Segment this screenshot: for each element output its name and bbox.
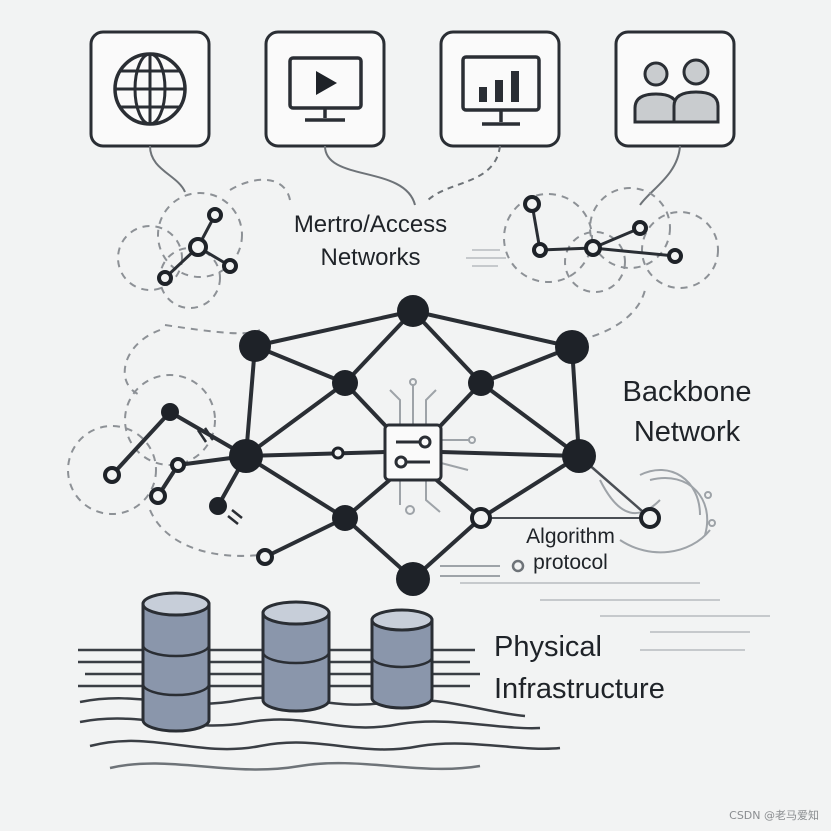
algorithm-protocol-label: Algorithm protocol — [508, 524, 633, 576]
algorithm-label-line2: protocol — [533, 551, 608, 574]
backbone-cloud-right — [579, 289, 646, 341]
processor-chip-icon — [383, 423, 443, 482]
metro-label-line2: Networks — [320, 244, 421, 271]
backbone-label-line1: Backbone — [622, 376, 752, 408]
database-cylinder-icon — [370, 608, 434, 710]
chip-traces — [389, 378, 525, 577]
ring-nodes — [103, 195, 683, 566]
database-cylinder-icon — [261, 600, 331, 713]
physical-infrastructure-label: Physical Infrastructure — [494, 626, 665, 710]
bar-chart-monitor-icon — [439, 30, 561, 148]
metro-network-right — [530, 203, 676, 258]
users-icon — [614, 30, 736, 148]
video-play-icon — [264, 30, 386, 148]
backbone-nodes — [161, 295, 596, 596]
physical-label-line1: Physical — [494, 631, 602, 663]
watermark: CSDN @老马爱知 — [729, 809, 819, 822]
tick-marks — [196, 427, 243, 525]
backbone-label: Backbone Network — [602, 372, 772, 452]
metro-access-label: Mertro/Access Networks — [268, 208, 473, 274]
database-cylinder-icon — [141, 591, 211, 733]
signal-arcs — [480, 469, 716, 554]
backbone-cloud-left — [67, 324, 261, 557]
metro-label-line1: Mertro/Access — [293, 211, 448, 238]
decor-lines — [460, 249, 770, 651]
backbone-label-line2: Network — [633, 416, 741, 448]
icon-connectors — [149, 145, 681, 206]
metro-cloud-right — [503, 187, 719, 293]
globe-icon — [89, 30, 211, 148]
algorithm-label-line1: Algorithm — [526, 525, 615, 548]
physical-label-line2: Infrastructure — [494, 673, 665, 705]
